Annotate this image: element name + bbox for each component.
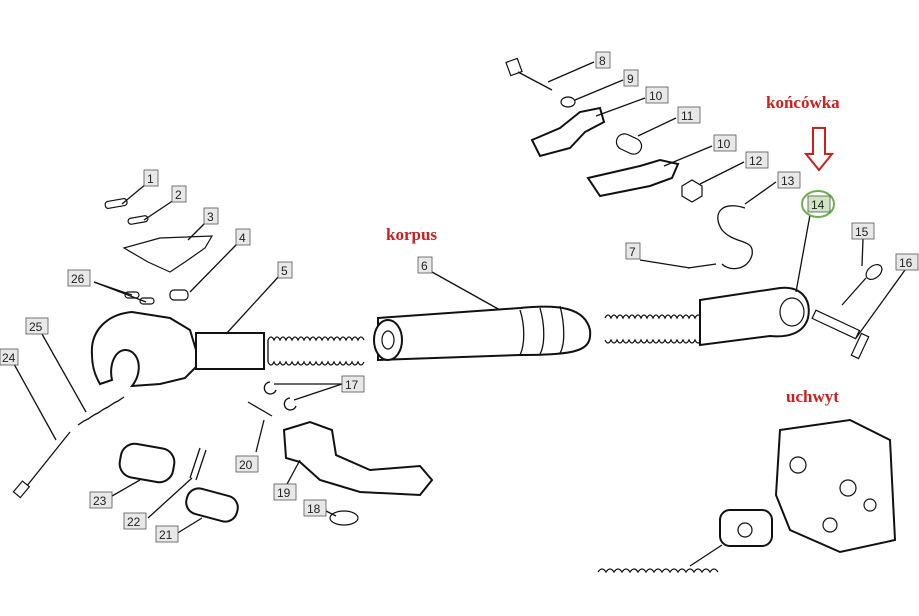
- bracket-part-19: [282, 420, 434, 497]
- tag-22: 22: [123, 512, 147, 530]
- end-part-14-koncowka: [604, 286, 810, 347]
- part-number-tags: 1 2 3 4 5 6 7 8 9 10 11 10 12 13 14 15 1…: [0, 51, 919, 543]
- part-number: 13: [781, 174, 795, 188]
- nut-part-12: [681, 179, 703, 203]
- tag-13: 13: [777, 171, 801, 189]
- part-number: 9: [627, 72, 634, 86]
- tag-10a: 10: [645, 86, 669, 104]
- part-number: 26: [71, 272, 85, 286]
- pin-part-7: [687, 263, 717, 269]
- part-number: 3: [207, 210, 214, 224]
- tag-24: 24: [0, 348, 19, 366]
- spring-part-25: [77, 396, 125, 426]
- tag-17: 17: [341, 375, 365, 393]
- part-number: 8: [599, 54, 606, 68]
- plate-part-3: [122, 235, 214, 273]
- bracket-part-10-lower: [586, 158, 680, 198]
- part-number: 19: [277, 486, 291, 500]
- bracket-part-10-upper: [530, 106, 606, 158]
- tag-10b: 10: [713, 134, 737, 152]
- threaded-shaft-part-5: [195, 332, 365, 370]
- bushing-part-23: [118, 442, 176, 484]
- part-number: 21: [159, 528, 173, 542]
- label-koncowka: końcówka: [766, 93, 840, 112]
- part-number: 5: [281, 264, 288, 278]
- bolt-part-8: [505, 57, 553, 91]
- label-korpus: korpus: [386, 225, 437, 244]
- ring-part-18: [329, 510, 359, 526]
- tag-8: 8: [595, 51, 611, 69]
- tag-25: 25: [25, 317, 49, 335]
- part-number: 12: [749, 154, 763, 168]
- part-number: 4: [239, 231, 246, 245]
- part-number: 6: [421, 259, 428, 273]
- tag-18: 18: [303, 499, 327, 517]
- part-number: 15: [855, 225, 869, 239]
- spring-clip-part-13: [717, 205, 753, 270]
- tag-3: 3: [203, 207, 219, 225]
- tag-6: 6: [417, 256, 433, 274]
- clips-part-17: [263, 381, 297, 411]
- tag-19: 19: [273, 483, 297, 501]
- part-number: 25: [29, 320, 43, 334]
- pin-part-20: [247, 401, 273, 417]
- highlight-ring-part-14: [801, 190, 835, 218]
- washer-part-9: [560, 96, 576, 108]
- part-number: 22: [127, 515, 141, 529]
- linch-pin-part-15: [841, 264, 883, 306]
- part-number: 16: [899, 256, 913, 270]
- tag-1: 1: [143, 169, 159, 187]
- part-number: 10: [717, 137, 731, 151]
- clip-part-4: [169, 289, 189, 301]
- pin-part-1: [104, 198, 128, 209]
- part-number: 18: [307, 502, 321, 516]
- part-number: 2: [175, 188, 182, 202]
- body-part-6-korpus: [373, 305, 592, 362]
- hook-end: [90, 310, 200, 388]
- tag-26: 26: [67, 269, 91, 287]
- tag-4: 4: [235, 228, 251, 246]
- tag-21: 21: [155, 525, 179, 543]
- tag-11: 11: [677, 106, 701, 124]
- part-number: 7: [629, 245, 636, 259]
- pin-part-21: [185, 487, 239, 523]
- part-number: 17: [345, 378, 359, 392]
- tag-2: 2: [171, 185, 187, 203]
- leader-lines: [13, 61, 906, 535]
- part-number: 11: [681, 109, 694, 123]
- rod-part-24: [12, 431, 71, 499]
- tag-20: 20: [235, 455, 259, 473]
- tag-12: 12: [745, 151, 769, 169]
- tag-16: 16: [895, 253, 919, 271]
- part-number: 10: [649, 89, 663, 103]
- part-number: 14: [811, 198, 825, 212]
- part-number: 1: [147, 172, 154, 186]
- pin-part-16: [811, 309, 870, 360]
- tag-7: 7: [625, 242, 641, 260]
- tag-9: 9: [623, 69, 639, 87]
- cotter-pin-part-22: [189, 447, 207, 481]
- tag-15: 15: [851, 222, 875, 240]
- tag-23: 23: [89, 491, 113, 509]
- bushing-part-11: [615, 133, 643, 155]
- part-number: 24: [2, 351, 16, 365]
- part-number: 20: [239, 458, 253, 472]
- holder-uchwyt: [597, 418, 897, 574]
- pin-part-2: [127, 215, 149, 225]
- tag-14: 14: [807, 195, 831, 213]
- label-uchwyt: uchwyt: [786, 387, 839, 406]
- red-arrow-icon: [803, 127, 835, 172]
- part-number: 23: [93, 494, 107, 508]
- tag-5: 5: [277, 261, 293, 279]
